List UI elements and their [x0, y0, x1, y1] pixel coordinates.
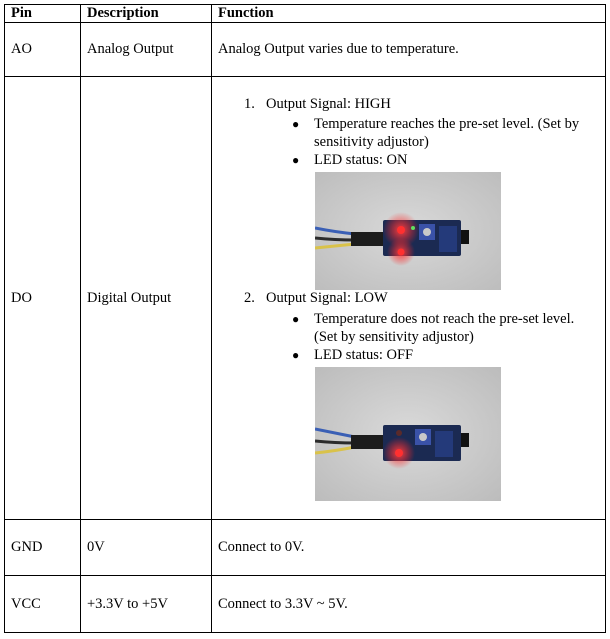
- header-pin: Pin: [4, 4, 81, 23]
- function-cell: 1. Output Signal: HIGH ● Temperature reac…: [211, 76, 606, 520]
- header-row: Pin Description Function: [4, 4, 606, 23]
- pin-cell: AO: [4, 22, 81, 77]
- bullet-text: LED status: ON: [314, 152, 408, 168]
- description-cell: Analog Output: [80, 22, 212, 77]
- list-number: 2.: [244, 290, 255, 306]
- bullet-text: LED status: OFF: [314, 347, 414, 363]
- table-row: DO Digital Output 1. Output Signal: HIGH …: [4, 76, 606, 520]
- list-item-low: 2. Output Signal: LOW: [244, 289, 388, 307]
- sensor-photo-leds-on: [315, 172, 501, 290]
- bullet-icon: ●: [292, 312, 300, 326]
- header-function: Function: [211, 4, 606, 23]
- bullet-text: Temperature does not reach the pre-set l…: [314, 311, 575, 345]
- list-title: Output Signal: LOW: [266, 290, 388, 306]
- pin-cell: VCC: [4, 575, 81, 633]
- bullet-text: Temperature reaches the pre-set level. (…: [314, 116, 580, 150]
- bullet-item: ● Temperature does not reach the pre-set…: [292, 310, 592, 346]
- bullet-list: ● Temperature reaches the pre-set level.…: [292, 115, 592, 169]
- list-number: 1.: [244, 96, 255, 112]
- bullet-list: ● Temperature does not reach the pre-set…: [292, 310, 592, 364]
- table-row: GND 0V Connect to 0V.: [4, 519, 606, 576]
- bullet-icon: ●: [292, 153, 300, 167]
- pin-table: Pin Description Function AO Analog Outpu…: [4, 4, 606, 633]
- bullet-item: ● LED status: OFF: [292, 346, 592, 364]
- description-cell: Digital Output: [80, 76, 212, 520]
- list-item-high: 1. Output Signal: HIGH: [244, 95, 391, 113]
- pin-cell: DO: [4, 76, 81, 520]
- function-cell: Connect to 3.3V ~ 5V.: [211, 575, 606, 633]
- header-description: Description: [80, 4, 212, 23]
- bullet-icon: ●: [292, 348, 300, 362]
- bullet-item: ● LED status: ON: [292, 151, 592, 169]
- description-cell: 0V: [80, 519, 212, 576]
- pin-cell: GND: [4, 519, 81, 576]
- bullet-item: ● Temperature reaches the pre-set level.…: [292, 115, 592, 151]
- list-title: Output Signal: HIGH: [266, 96, 391, 112]
- sensor-photo-leds-off: [315, 367, 501, 501]
- description-cell: +3.3V to +5V: [80, 575, 212, 633]
- table-row: AO Analog Output Analog Output varies du…: [4, 22, 606, 77]
- function-cell: Analog Output varies due to temperature.: [211, 22, 606, 77]
- table-row: VCC +3.3V to +5V Connect to 3.3V ~ 5V.: [4, 575, 606, 633]
- bullet-icon: ●: [292, 117, 300, 131]
- function-cell: Connect to 0V.: [211, 519, 606, 576]
